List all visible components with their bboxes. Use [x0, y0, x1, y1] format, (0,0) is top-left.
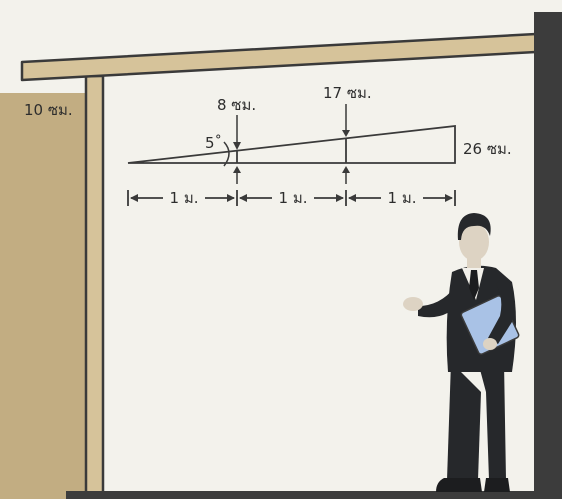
floor [66, 491, 562, 499]
left-leg [447, 362, 481, 480]
height-label-2m: 17 ซม. [323, 84, 372, 102]
roof-beam [20, 32, 538, 82]
arrow-down-2m [342, 104, 350, 137]
right-wall [534, 12, 562, 499]
businessman-figure [403, 213, 520, 492]
height-label-1m: 8 ซม. [217, 96, 256, 114]
arrow-down-1m [233, 115, 241, 150]
head [459, 223, 489, 261]
segment-label-3: 1 ม. [388, 189, 417, 207]
segment-label-2: 1 ม. [279, 189, 308, 207]
arrow-up-2m [342, 166, 350, 184]
right-leg [478, 362, 506, 480]
dimension-line [127, 190, 456, 206]
pointing-arm [418, 287, 462, 318]
right-shoe [484, 478, 510, 492]
holding-arm [488, 276, 514, 344]
arrow-up-1m [233, 166, 241, 184]
slope-triangle [127, 124, 456, 164]
left-wall [0, 93, 86, 499]
tie [469, 270, 479, 300]
holding-hand [483, 338, 497, 350]
hair [457, 213, 491, 240]
pointing-hand [403, 297, 423, 311]
left-shoe [436, 478, 482, 492]
height-label-3m: 26 ซม. [463, 140, 512, 158]
eave-height-label: 10 ซม. [24, 101, 73, 119]
segment-label-1: 1 ม. [170, 189, 199, 207]
angle-arc [223, 141, 230, 167]
angle-label: 5˚ [205, 134, 222, 152]
wooden-post [84, 74, 105, 499]
